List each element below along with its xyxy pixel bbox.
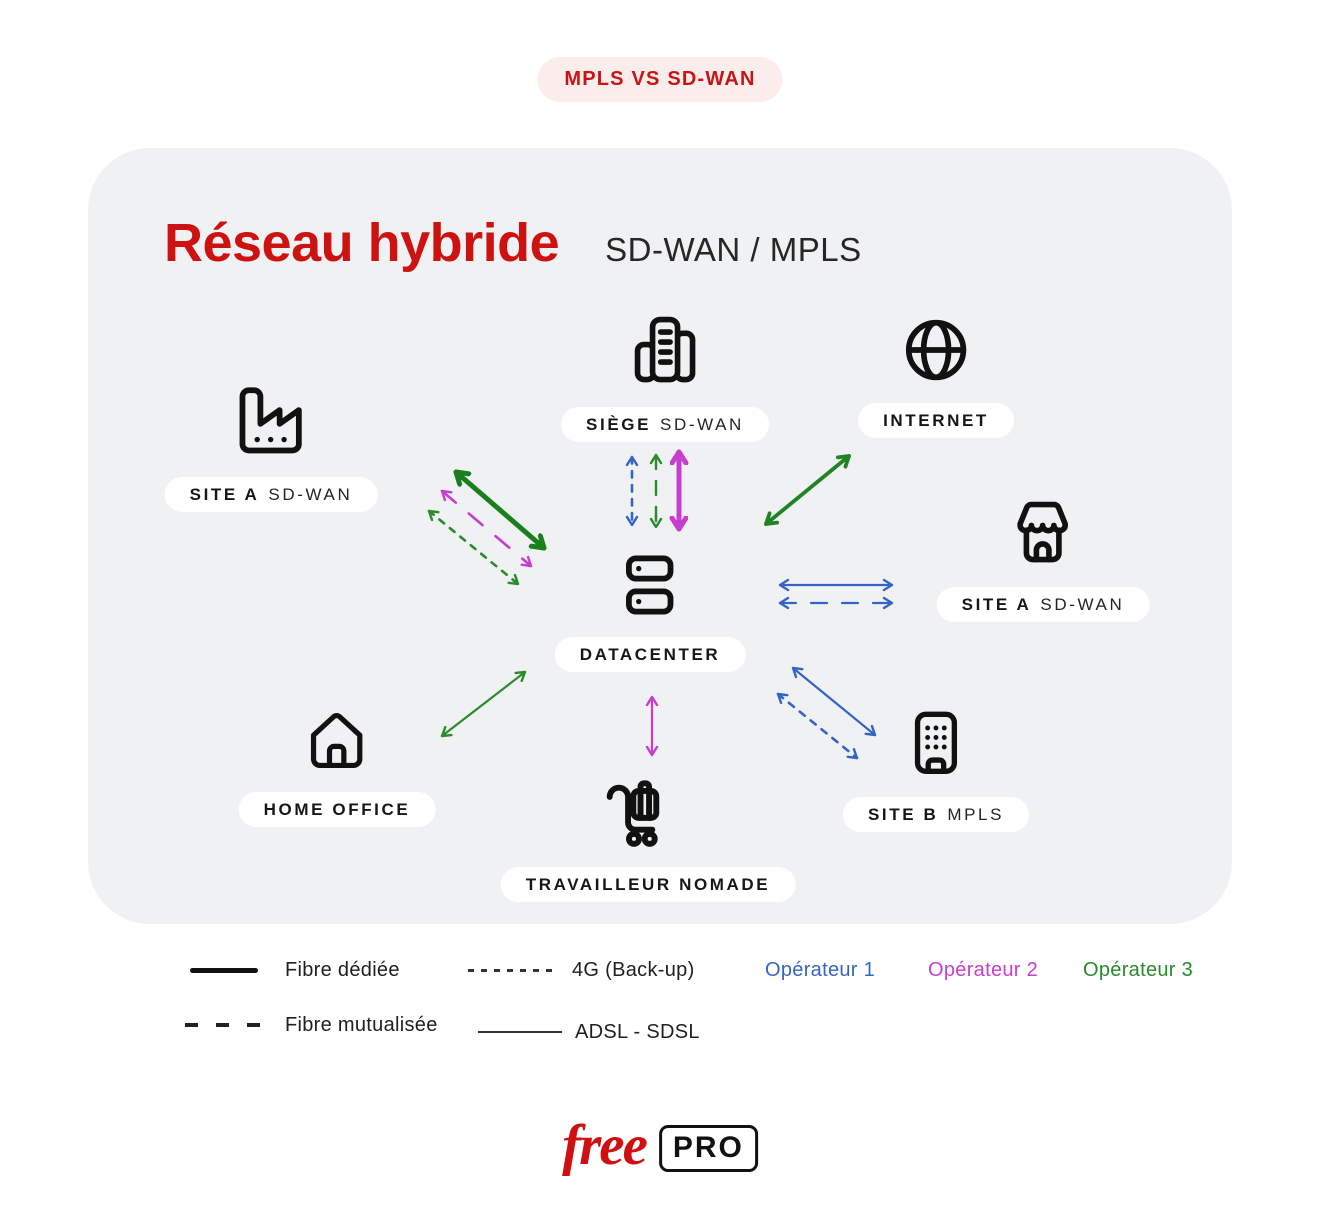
node-internet: INTERNET: [858, 312, 1014, 438]
page-title: Réseau hybride: [164, 213, 560, 273]
legend-sample-adsl-sdsl: [478, 1031, 562, 1033]
node-site-a-shop: SITE A SD-WAN: [936, 492, 1150, 622]
label-site-a-factory-rest: SD-WAN: [268, 485, 353, 504]
label-datacenter-bold: DATACENTER: [579, 645, 721, 664]
label-datacenter: DATACENTER: [554, 637, 746, 672]
node-site-a-factory: SITE A SD-WAN: [164, 380, 378, 512]
legend-sample-4g-backup: [468, 969, 558, 972]
label-site-a-shop-rest: SD-WAN: [1040, 595, 1125, 614]
globe-icon: [905, 319, 967, 381]
shop-icon: [1017, 501, 1069, 563]
label-site-a-shop-bold: SITE A: [961, 595, 1032, 614]
node-nomade: TRAVAILLEUR NOMADE: [500, 768, 796, 902]
server-icon: [626, 555, 674, 615]
legend-label-fibre-mutualisee: Fibre mutualisée: [285, 1014, 438, 1036]
luggage-cart-icon: [606, 780, 660, 847]
legend-label-adsl-sdsl: ADSL - SDSL: [575, 1021, 700, 1043]
free-logo: free: [562, 1114, 648, 1177]
label-site-b-bold: SITE B: [867, 805, 939, 824]
label-site-b: SITE B MPLS: [842, 797, 1030, 832]
legend-sample-fibre-mutualisee: [185, 1023, 267, 1027]
pro-badge: PRO: [658, 1125, 758, 1172]
node-home-office: HOME OFFICE: [238, 703, 436, 827]
legend-label-operateur-3: Opérateur 3: [1083, 959, 1194, 981]
title-row: Réseau hybride SD-WAN / MPLS: [164, 212, 862, 274]
label-site-a-factory-bold: SITE A: [189, 485, 260, 504]
label-siege-bold: SIÈGE: [586, 415, 652, 434]
label-site-b-rest: MPLS: [947, 805, 1005, 824]
node-datacenter: DATACENTER: [554, 548, 746, 672]
legend-label-4g-backup: 4G (Back-up): [572, 959, 695, 981]
page-subtitle: SD-WAN / MPLS: [605, 231, 862, 268]
legend-label-fibre-dediee: Fibre dédiée: [285, 959, 400, 981]
legend-label-operateur-1: Opérateur 1: [765, 959, 876, 981]
node-siege: SIÈGE SD-WAN: [561, 312, 769, 442]
label-nomade: TRAVAILLEUR NOMADE: [500, 867, 796, 902]
topic-badge: MPLS VS SD-WAN: [537, 57, 783, 102]
label-site-a-factory: SITE A SD-WAN: [164, 477, 378, 512]
legend-sample-fibre-dediee: [190, 968, 258, 973]
label-home-office-bold: HOME OFFICE: [263, 800, 411, 819]
label-nomade-bold: TRAVAILLEUR NOMADE: [525, 875, 771, 894]
building-windows-icon: [914, 711, 958, 774]
label-home-office: HOME OFFICE: [238, 792, 436, 827]
legend-label-operateur-2: Opérateur 2: [928, 959, 1039, 981]
label-siege-rest: SD-WAN: [660, 415, 744, 434]
label-siege: SIÈGE SD-WAN: [561, 407, 769, 442]
office-building-icon: [634, 316, 696, 383]
house-icon: [311, 713, 363, 769]
node-site-b: SITE B MPLS: [842, 706, 1030, 832]
label-site-a-shop: SITE A SD-WAN: [936, 587, 1150, 622]
label-internet: INTERNET: [858, 403, 1014, 438]
label-internet-bold: INTERNET: [883, 411, 989, 430]
brand-logo: free PRO: [562, 1117, 758, 1180]
factory-icon: [239, 387, 303, 454]
